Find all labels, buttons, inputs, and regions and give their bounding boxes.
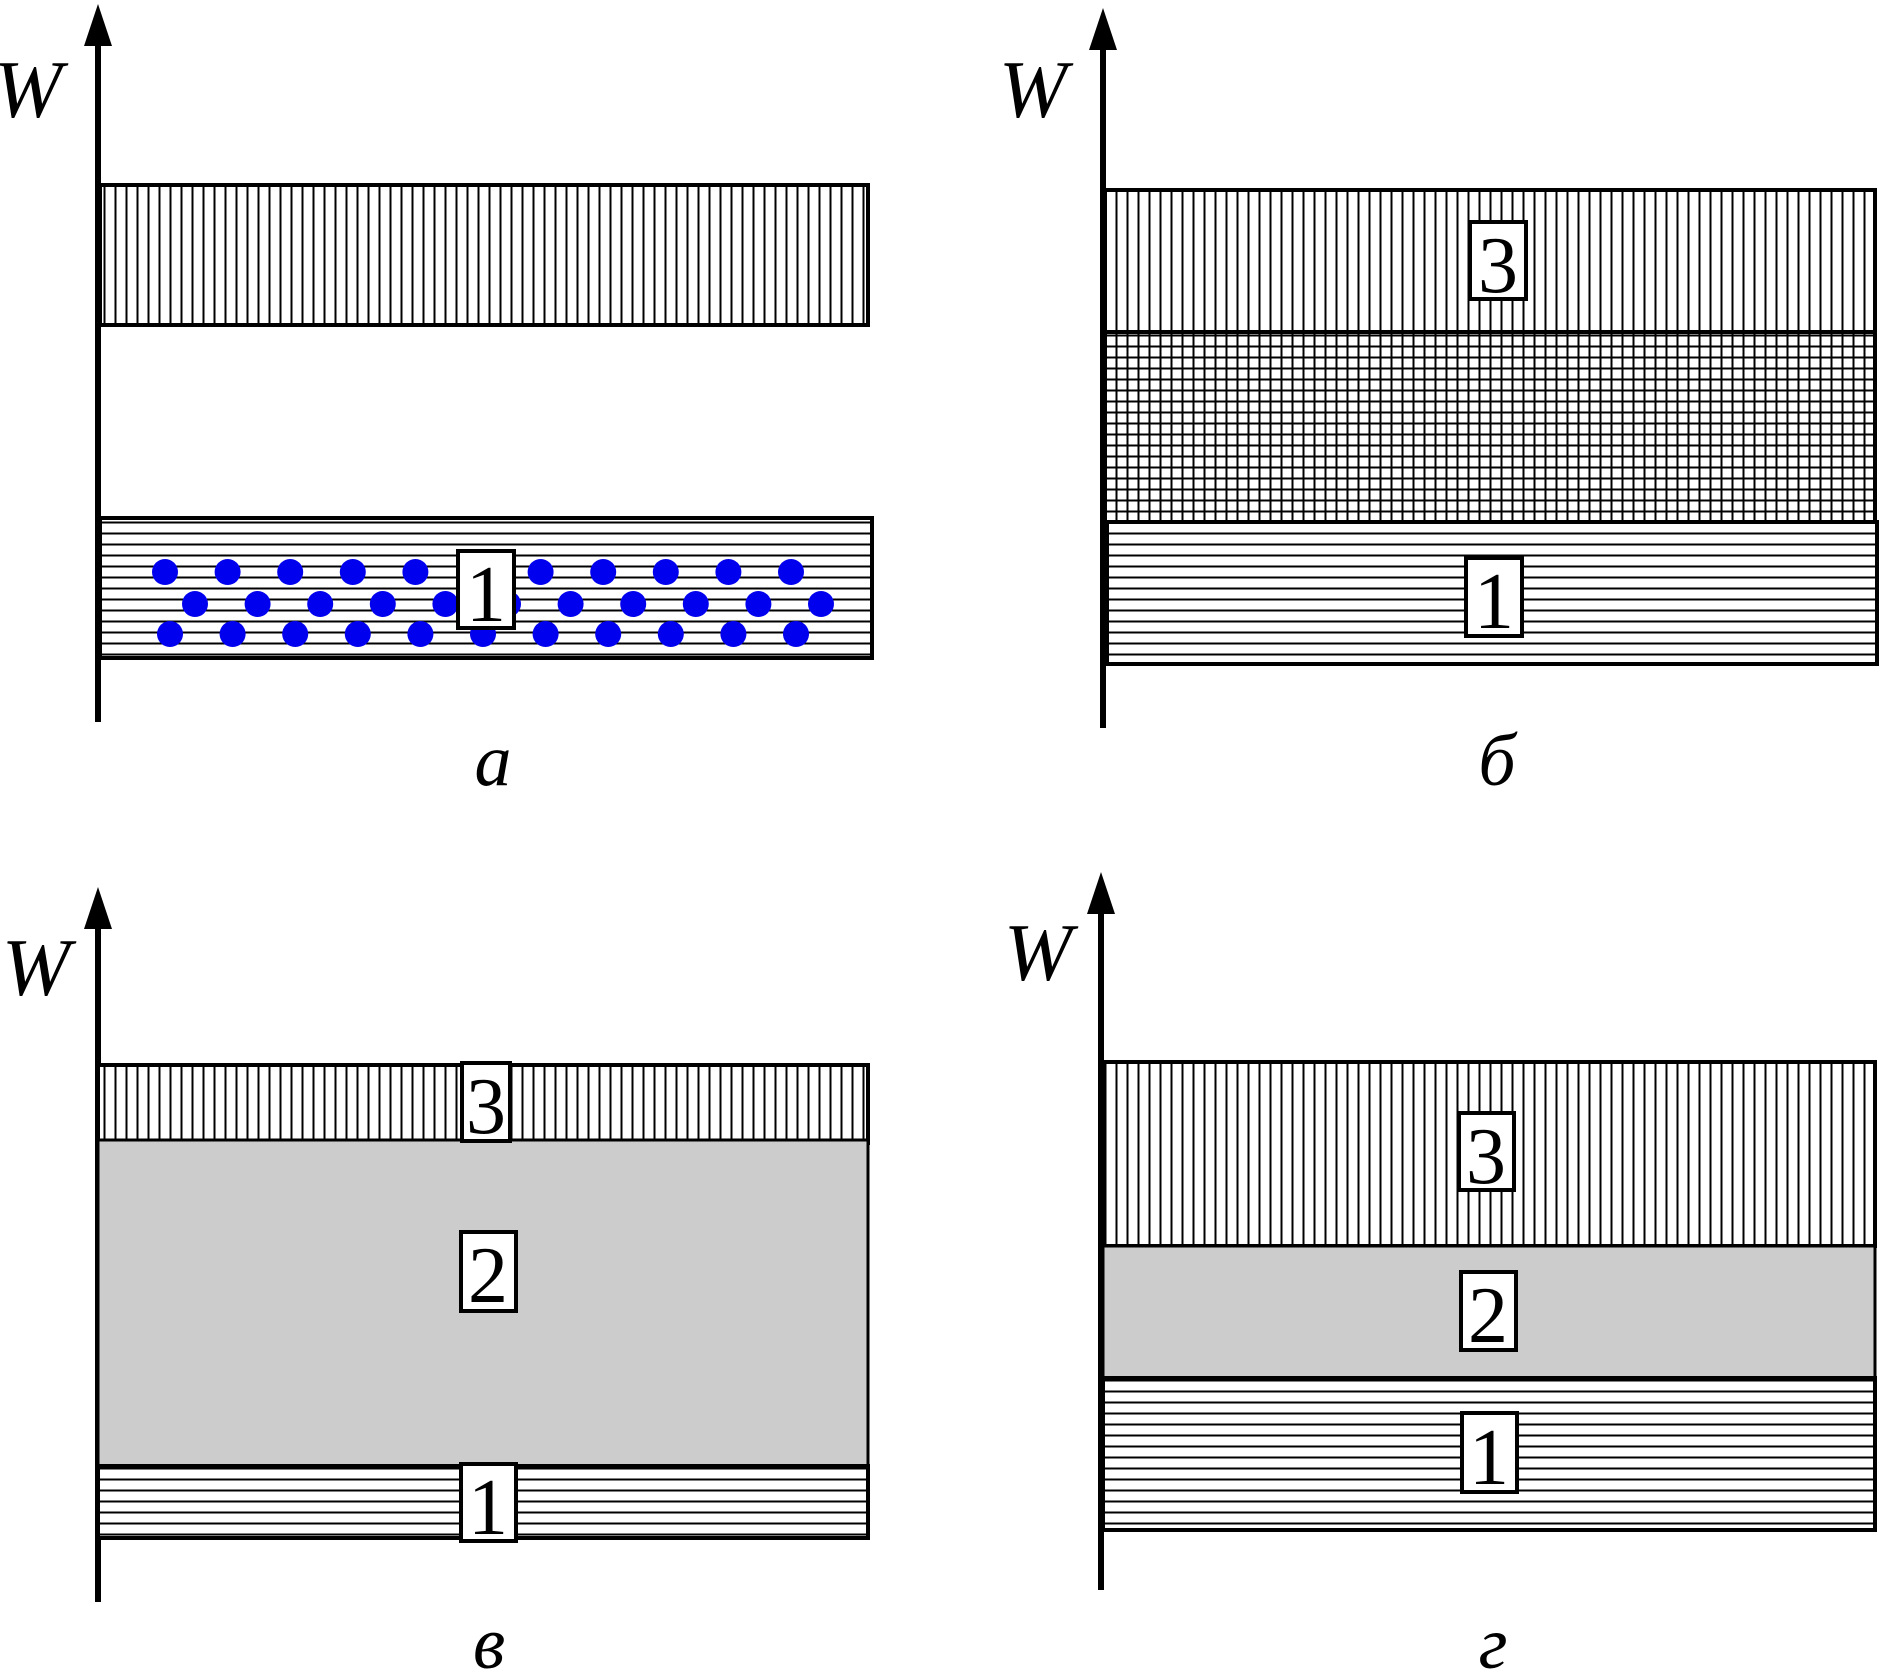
- band-label-2: 2: [1468, 1272, 1508, 1360]
- band-label-box: [1468, 220, 1528, 301]
- electron-dot: [152, 559, 178, 585]
- axis-label-w: W: [2, 922, 77, 1013]
- axis-label-w: W: [1004, 907, 1079, 998]
- band-label-box: [1457, 1111, 1516, 1192]
- electron-dot: [590, 559, 617, 585]
- electron-dot: [783, 621, 809, 647]
- panel-a: W 1 а: [0, 4, 874, 802]
- electron-dot: [527, 559, 554, 585]
- band-label-box: [1464, 556, 1524, 638]
- band-label-box: [1460, 1411, 1519, 1494]
- band-label-1: 1: [1474, 558, 1514, 646]
- panel-caption: г: [1479, 1603, 1508, 1673]
- electron-dot: [657, 621, 684, 647]
- electron-dot: [407, 621, 434, 647]
- electron-dot: [277, 559, 304, 585]
- band-label-3: 3: [1466, 1113, 1506, 1201]
- electron-dot: [715, 559, 742, 585]
- axis-arrow-icon: [84, 4, 112, 46]
- electron-dot: [745, 591, 772, 617]
- electron-dot: [369, 591, 396, 617]
- band-label-box: [1459, 1270, 1518, 1352]
- electron-dot: [282, 621, 309, 647]
- panel-caption: б: [1478, 720, 1518, 802]
- electron-dot: [344, 621, 371, 647]
- band-label-box: [459, 1230, 518, 1313]
- band-overlap-grid: [1103, 330, 1877, 524]
- electron-dot: [532, 621, 559, 647]
- axis-label-w: W: [0, 44, 69, 135]
- band-label-2: 2: [468, 1232, 508, 1320]
- panel-caption: в: [473, 1603, 505, 1673]
- panel-b: W 3 1 б: [999, 8, 1879, 802]
- electron-dot: [620, 591, 647, 617]
- band-label-1: 1: [466, 551, 506, 639]
- axis-arrow-icon: [1089, 8, 1117, 50]
- axis-label-w: W: [999, 44, 1074, 135]
- panel-caption: а: [475, 720, 512, 802]
- band-label-3: 3: [1478, 222, 1518, 310]
- electron-dot: [652, 559, 679, 585]
- electron-dot: [808, 591, 834, 617]
- electron-dot: [244, 591, 271, 617]
- band-label-1: 1: [468, 1464, 508, 1552]
- electron-dot: [182, 591, 208, 617]
- axis-arrow-icon: [1087, 872, 1115, 914]
- axis-arrow-icon: [84, 887, 112, 929]
- electron-dot: [219, 621, 246, 647]
- band-label-1: 1: [1469, 1414, 1509, 1502]
- band-upper-vertical: [98, 183, 870, 327]
- panel-d: W 3 2 1 г: [1004, 872, 1877, 1673]
- electron-dot: [214, 559, 241, 585]
- electron-dot: [720, 621, 747, 647]
- electron-dot: [557, 591, 584, 617]
- band-label-3: 3: [466, 1063, 506, 1151]
- electron-dot: [402, 559, 429, 585]
- electron-dot: [157, 621, 183, 647]
- electron-dot: [682, 591, 709, 617]
- band-label-box: [459, 1462, 518, 1543]
- electron-dot: [595, 621, 622, 647]
- electron-dot: [307, 591, 334, 617]
- electron-dot: [339, 559, 366, 585]
- band-label-box: [460, 1061, 512, 1143]
- electron-dot: [432, 591, 459, 617]
- panel-c: W 3 2 1 в: [2, 887, 870, 1673]
- band-label-box: [456, 549, 516, 630]
- electron-dot: [778, 559, 804, 585]
